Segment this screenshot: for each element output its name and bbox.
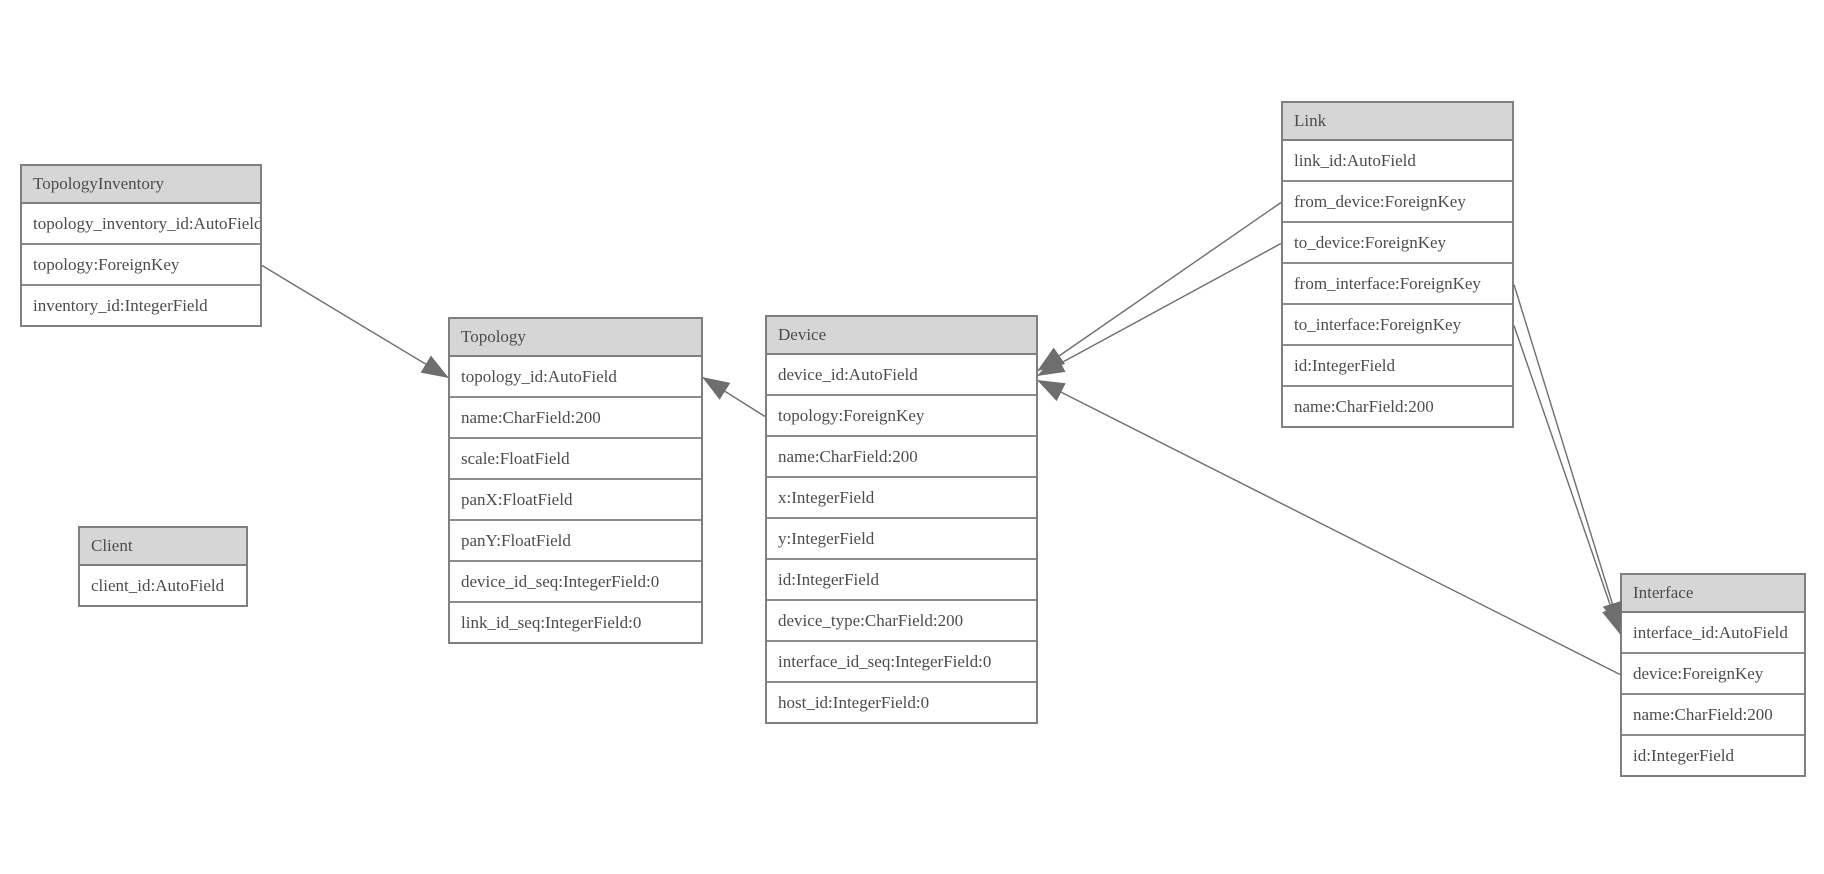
- entity-field: to_interface:ForeignKey: [1283, 305, 1512, 346]
- entity-title: Client: [80, 528, 246, 566]
- entity-title: Interface: [1622, 575, 1804, 613]
- entity-title: Link: [1283, 103, 1512, 141]
- entity-field: topology:ForeignKey: [22, 245, 260, 286]
- entity-field: link_id_seq:IntegerField:0: [450, 603, 701, 642]
- entity-field: device_type:CharField:200: [767, 601, 1036, 642]
- entity-field: topology_inventory_id:AutoField: [22, 204, 260, 245]
- entity-field: link_id:AutoField: [1283, 141, 1512, 182]
- entity-field: client_id:AutoField: [80, 566, 246, 605]
- entity-field: name:CharField:200: [1622, 695, 1804, 736]
- entity-field: to_device:ForeignKey: [1283, 223, 1512, 264]
- entity-title: TopologyInventory: [22, 166, 260, 204]
- entity-field: topology:ForeignKey: [767, 396, 1036, 437]
- entity-field: from_interface:ForeignKey: [1283, 264, 1512, 305]
- entity-field: scale:FloatField: [450, 439, 701, 480]
- entity-field: id:IntegerField: [1622, 736, 1804, 775]
- entity-field: device_id:AutoField: [767, 355, 1036, 396]
- entity-field: topology_id:AutoField: [450, 357, 701, 398]
- entity-field: name:CharField:200: [450, 398, 701, 439]
- entity-field: name:CharField:200: [1283, 387, 1512, 426]
- entity-field: host_id:IntegerField:0: [767, 683, 1036, 722]
- entity-field: device_id_seq:IntegerField:0: [450, 562, 701, 603]
- entity-field: interface_id_seq:IntegerField:0: [767, 642, 1036, 683]
- entity-field: interface_id:AutoField: [1622, 613, 1804, 654]
- entity-field: id:IntegerField: [767, 560, 1036, 601]
- relationship-link-from_interface-to-interface: [1513, 284, 1622, 630]
- entity-field: device:ForeignKey: [1622, 654, 1804, 695]
- entity-title: Topology: [450, 319, 701, 357]
- relationship-device-topology-to-topology: [702, 376, 766, 418]
- entity-field: name:CharField:200: [767, 437, 1036, 478]
- relationship-link-to_device-to-device: [1037, 242, 1282, 377]
- entity-field: inventory_id:IntegerField: [22, 286, 260, 325]
- entity-field: y:IntegerField: [767, 519, 1036, 560]
- relationship-topologyinventory-topology-to-topology: [261, 264, 449, 379]
- entity-title: Device: [767, 317, 1036, 355]
- entity-field: panX:FloatField: [450, 480, 701, 521]
- entity-field: x:IntegerField: [767, 478, 1036, 519]
- relationship-link-from_device-to-device: [1037, 201, 1282, 372]
- entity-field: from_device:ForeignKey: [1283, 182, 1512, 223]
- relationship-link-to_interface-to-interface: [1513, 325, 1621, 635]
- entity-field: panY:FloatField: [450, 521, 701, 562]
- entity-field: id:IntegerField: [1283, 346, 1512, 387]
